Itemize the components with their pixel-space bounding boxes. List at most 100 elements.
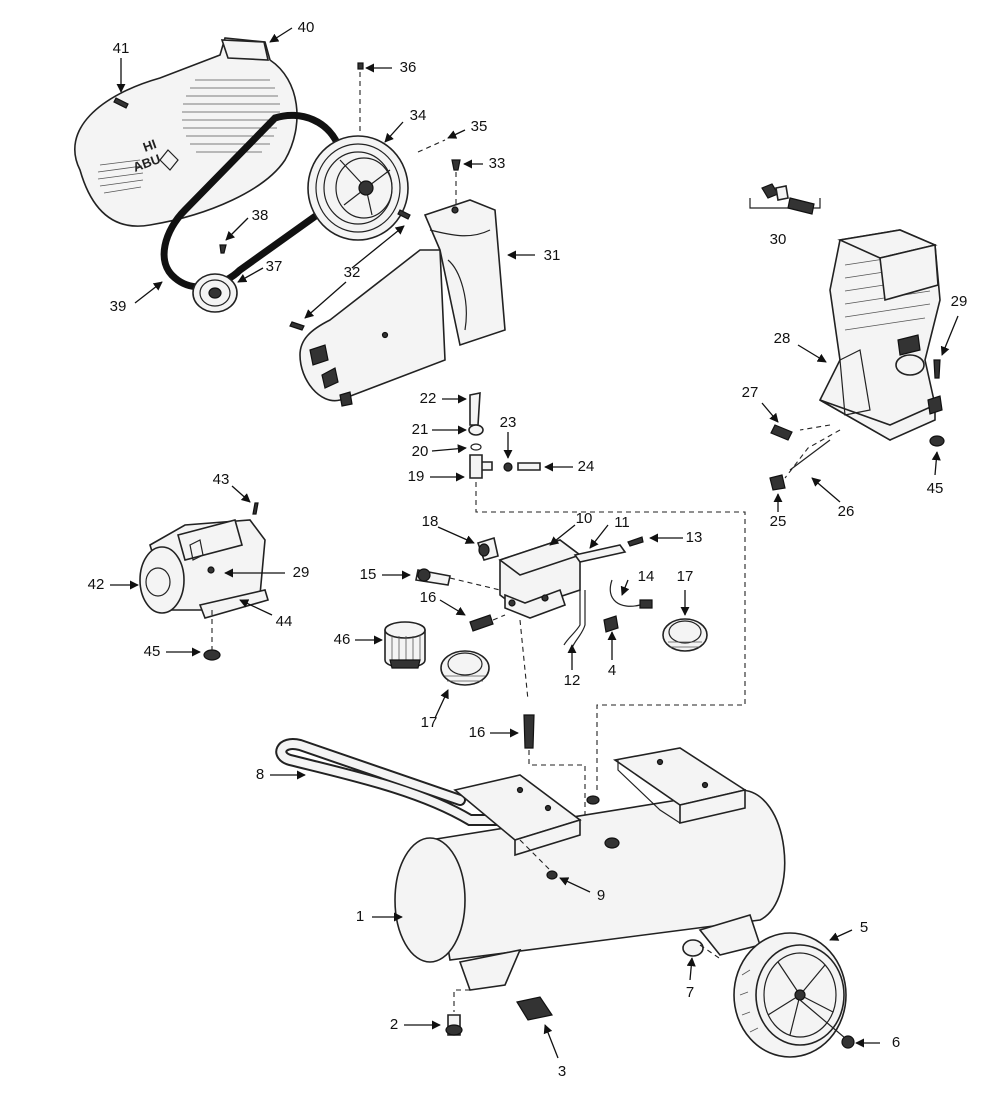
nut-45-motor	[203, 649, 221, 661]
label-31: 31	[544, 247, 561, 264]
label-32: 32	[344, 264, 361, 281]
label-38: 38	[252, 207, 269, 224]
guard-grille-lower	[97, 159, 144, 194]
label-33: 33	[489, 155, 506, 172]
fitting-43	[252, 502, 259, 515]
handle	[275, 738, 511, 826]
nut-21	[468, 424, 484, 436]
label-22: 22	[420, 390, 437, 407]
nut-7	[682, 939, 704, 957]
label-46: 46	[334, 631, 351, 648]
air-tank	[394, 747, 786, 991]
motor	[139, 519, 269, 619]
label-4: 4	[608, 662, 616, 679]
valve-15	[415, 568, 451, 586]
nipple-16-lower	[523, 714, 535, 749]
label-36: 36	[400, 59, 417, 76]
fittings-30	[749, 183, 821, 215]
screw-32-upper	[397, 209, 411, 220]
gauge-17-left	[440, 650, 490, 686]
cover-11	[573, 544, 627, 563]
nut-45-pump	[929, 435, 945, 447]
label-45a: 45	[927, 480, 944, 497]
label-41: 41	[113, 40, 130, 57]
belt-guard-rear	[299, 199, 506, 407]
label-8: 8	[256, 766, 264, 783]
screw-29-pump	[933, 359, 941, 379]
bolt-2	[445, 1014, 463, 1036]
label-19: 19	[408, 468, 425, 485]
screw-32-lower	[289, 321, 305, 331]
label-14: 14	[638, 568, 655, 585]
belt-guard-front: HI ABU	[74, 37, 298, 227]
compressor-pump	[818, 229, 943, 441]
label-40: 40	[298, 19, 315, 36]
screw-13	[627, 536, 644, 547]
label-16b: 16	[469, 724, 486, 741]
bolt-9	[546, 870, 558, 880]
sleeve-20	[470, 443, 482, 451]
fitting-25	[769, 474, 786, 491]
nipple-16-upper	[469, 614, 494, 632]
label-35: 35	[471, 118, 488, 135]
label-13: 13	[686, 529, 703, 546]
relief-valve-18	[476, 536, 499, 561]
fitting-27	[770, 424, 793, 441]
cord-14	[609, 579, 653, 609]
label-1: 1	[356, 908, 364, 925]
label-10: 10	[576, 510, 593, 527]
part-number-labels: 1 2 3 4 5 6 7 8 9 10 11 12 13 14 15 16 1…	[88, 19, 968, 1080]
label-45b: 45	[144, 643, 161, 660]
label-15: 15	[360, 566, 377, 583]
wire-12	[563, 590, 586, 649]
label-29a: 29	[951, 293, 968, 310]
tee-19	[469, 454, 493, 479]
label-24: 24	[578, 458, 595, 475]
wheel	[733, 932, 847, 1058]
tube-26	[789, 439, 831, 471]
flywheel-pulley	[307, 135, 409, 241]
fitting-tank-port	[604, 837, 620, 849]
fitting-4	[603, 615, 619, 633]
label-11: 11	[614, 514, 630, 531]
label-7: 7	[686, 984, 694, 1001]
label-42: 42	[88, 576, 105, 593]
label-34: 34	[410, 107, 427, 124]
label-3: 3	[558, 1063, 566, 1080]
label-2: 2	[390, 1016, 398, 1033]
tube-24	[517, 462, 541, 471]
guard-logo-hi: HI	[141, 136, 158, 155]
label-29b: 29	[293, 564, 310, 581]
label-37: 37	[266, 258, 283, 275]
label-30: 30	[770, 231, 787, 248]
motor-pulley	[192, 244, 238, 313]
label-25: 25	[770, 513, 787, 530]
label-27: 27	[742, 384, 759, 401]
label-9: 9	[597, 887, 605, 904]
label-12: 12	[564, 672, 581, 689]
label-6: 6	[892, 1034, 900, 1051]
guard-grille-upper	[182, 79, 280, 153]
label-5: 5	[860, 919, 868, 936]
label-44: 44	[276, 613, 293, 630]
label-17b: 17	[421, 714, 438, 731]
filter-46	[384, 621, 426, 669]
label-28: 28	[774, 330, 791, 347]
fitting-23	[503, 462, 513, 472]
label-20: 20	[412, 443, 429, 460]
label-39: 39	[110, 298, 127, 315]
label-21: 21	[412, 421, 429, 438]
label-26: 26	[838, 503, 855, 520]
key-36	[357, 62, 364, 70]
label-16a: 16	[420, 589, 437, 606]
axle-bolt-6	[799, 999, 855, 1049]
label-43: 43	[213, 471, 230, 488]
screw-41	[113, 97, 129, 109]
gauge-17-right	[662, 618, 708, 652]
label-17a: 17	[677, 568, 694, 585]
foot-pad-3	[516, 996, 553, 1021]
tube-22	[469, 392, 481, 426]
label-23: 23	[500, 414, 517, 431]
pressure-switch	[498, 539, 582, 619]
